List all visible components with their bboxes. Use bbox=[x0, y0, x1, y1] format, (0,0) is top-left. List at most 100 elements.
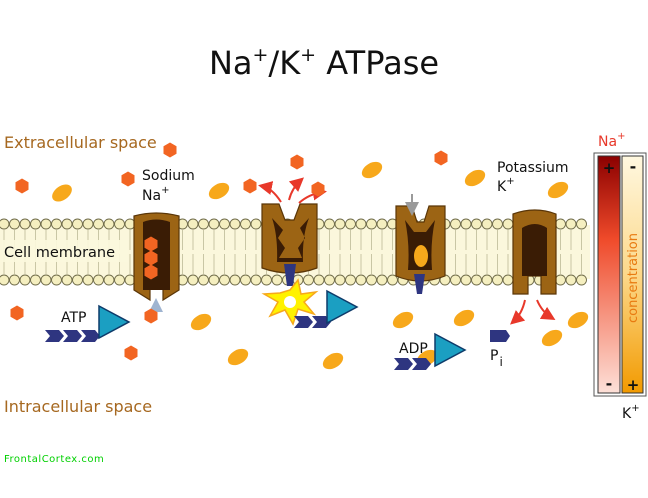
phospholipid-head bbox=[460, 218, 472, 230]
atp-label: ATP bbox=[61, 310, 86, 326]
concentration-gradient: Na+ + - - + concentration K+ bbox=[593, 131, 647, 422]
atp-molecule bbox=[45, 304, 131, 342]
phosphate-group bbox=[412, 358, 431, 370]
sodium-ion bbox=[15, 178, 29, 194]
phospholipid-head bbox=[72, 274, 83, 286]
potassium-ion bbox=[414, 245, 428, 267]
potassium-ion bbox=[541, 329, 563, 347]
phospholipid-head bbox=[565, 274, 577, 286]
potassium-symbol: K+ bbox=[497, 176, 515, 195]
phospholipid-head bbox=[324, 218, 335, 230]
phospholipid-head bbox=[198, 218, 209, 230]
phospholipid-head bbox=[219, 274, 230, 286]
potassium-ion bbox=[453, 309, 475, 327]
phospholipid-head bbox=[250, 274, 262, 286]
potassium-gradient-bar bbox=[621, 155, 644, 394]
phospholipid-head bbox=[40, 218, 52, 230]
phospholipid-head bbox=[313, 274, 325, 286]
phospholipid-head bbox=[481, 274, 493, 286]
sodium-ion bbox=[121, 171, 135, 187]
phosphate-molecule bbox=[490, 330, 510, 342]
phospholipid-head bbox=[51, 218, 62, 230]
adenosine-group bbox=[326, 289, 359, 325]
phospholipid-head bbox=[355, 274, 367, 286]
phospholipid-head bbox=[555, 274, 566, 286]
phospholipid-head bbox=[492, 218, 503, 230]
phospholipid-head bbox=[303, 274, 314, 286]
phosphate-group bbox=[394, 358, 413, 370]
potassium-ion bbox=[547, 181, 569, 199]
phospholipid-head bbox=[334, 218, 346, 230]
atp-molecule-bound bbox=[294, 289, 359, 328]
na-bottom-sign: - bbox=[606, 374, 613, 393]
phospholipid-head bbox=[376, 218, 388, 230]
phospholipid-head bbox=[471, 274, 482, 286]
sodium-ion bbox=[163, 142, 177, 158]
phospholipid-head bbox=[103, 218, 115, 230]
phospholipid-head bbox=[187, 218, 199, 230]
phosphate-group bbox=[81, 330, 100, 342]
sodium-ion bbox=[144, 264, 158, 280]
phospholipid-head bbox=[93, 218, 104, 230]
phospholipid-head bbox=[481, 218, 493, 230]
phospholipid-head bbox=[114, 274, 125, 286]
sodium-ion bbox=[434, 150, 448, 166]
sodium-ion bbox=[311, 181, 325, 197]
phospholipid-head bbox=[502, 218, 514, 230]
phospholipid-head bbox=[492, 274, 503, 286]
k-bottom-sign: + bbox=[627, 376, 640, 394]
phospholipid-head bbox=[565, 218, 577, 230]
phospholipid-head bbox=[19, 218, 31, 230]
potassium-ion bbox=[190, 313, 212, 331]
phospholipid-head bbox=[387, 274, 398, 286]
phospholipid-head bbox=[250, 218, 262, 230]
phosphate-group bbox=[45, 330, 64, 342]
phospholipid-head bbox=[502, 274, 514, 286]
phospholipid-head bbox=[229, 218, 241, 230]
adenosine-group bbox=[98, 304, 131, 340]
page-title: Na+/K+ ATPase bbox=[209, 44, 439, 82]
potassium-label: Potassium bbox=[497, 160, 569, 176]
phospholipid-head bbox=[72, 218, 83, 230]
phospholipid-head bbox=[208, 218, 220, 230]
k-top-sign: - bbox=[630, 157, 637, 176]
potassium-ion bbox=[322, 352, 344, 370]
phospholipid-head bbox=[219, 218, 230, 230]
potassium-ion bbox=[567, 311, 589, 329]
phospholipid-head bbox=[240, 274, 251, 286]
phospholipid-head bbox=[271, 274, 283, 286]
phospholipid-head bbox=[0, 218, 10, 230]
phospholipid-head bbox=[324, 274, 335, 286]
membrane-label: Cell membrane bbox=[4, 245, 115, 261]
potassium-ion bbox=[52, 184, 72, 202]
phospholipid-head bbox=[229, 274, 241, 286]
sodium-label: Sodium bbox=[142, 168, 195, 184]
phospholipid-head bbox=[576, 274, 587, 286]
phospholipid-head bbox=[555, 218, 566, 230]
gradient-k-label: K+ bbox=[622, 403, 640, 422]
phospholipid-head bbox=[240, 218, 251, 230]
phospholipid-head bbox=[82, 274, 94, 286]
phospholipid-head bbox=[355, 218, 367, 230]
sodium-ion bbox=[10, 305, 24, 321]
phospholipid-head bbox=[208, 274, 220, 286]
sodium-symbol: Na+ bbox=[142, 185, 169, 204]
adp-molecule bbox=[394, 332, 467, 370]
sodium-ion bbox=[144, 250, 158, 266]
phospholipid-head bbox=[30, 218, 41, 230]
membrane-label-bg bbox=[2, 240, 128, 262]
phospholipid-head bbox=[345, 274, 356, 286]
phospholipid-head bbox=[450, 218, 461, 230]
phospholipid-head bbox=[366, 218, 377, 230]
phospholipid-head bbox=[187, 274, 199, 286]
extracellular-label: Extracellular space bbox=[4, 133, 157, 152]
phospholipid-head bbox=[30, 274, 41, 286]
phospholipid-head bbox=[51, 274, 62, 286]
adp-label: ADP bbox=[399, 341, 428, 357]
sodium-gradient-bar bbox=[597, 155, 621, 394]
phospholipid-head bbox=[576, 218, 587, 230]
phosphate-group bbox=[294, 316, 313, 328]
potassium-ion bbox=[361, 161, 383, 179]
